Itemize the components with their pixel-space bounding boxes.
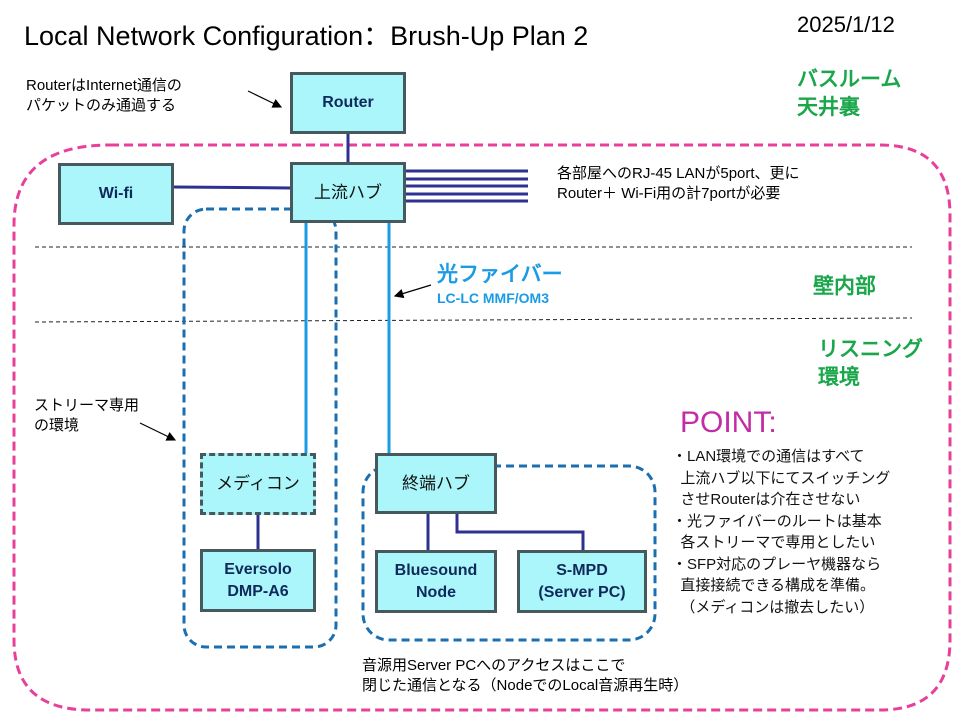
point-list: ・LAN環境での通信はすべて 上流ハブ以下にてスイッチング させRouterは介… xyxy=(672,448,891,616)
lan-port-cables xyxy=(405,169,528,203)
zone-label-inside-wall: 壁内部 xyxy=(813,275,876,298)
date-label: 2025/1/12 xyxy=(797,12,895,37)
wifi-hub-cable xyxy=(173,185,293,190)
zone-label-listening: リスニング 環境 xyxy=(818,338,923,389)
media-converter-node[interactable]: メディコン xyxy=(200,453,316,515)
page-title: Local Network Configuration：Brush-Up Pla… xyxy=(24,21,589,51)
fiber-label: 光ファイバー LC-LC MMF/OM3 xyxy=(437,258,563,306)
router-note: RouterはInternet通信の パケットのみ通過する xyxy=(26,77,182,114)
bluesound-node[interactable]: Bluesound Node xyxy=(375,550,497,613)
streamer-region-outline xyxy=(182,207,338,649)
lan-ports-note: 各部屋へのRJ-45 LANが5port、更に Router＋ Wi-Fi用の計… xyxy=(557,165,800,202)
server-note: 音源用Server PCへのアクセスはここで 閉じた通信となる（NodeでのLo… xyxy=(362,657,689,694)
house-region-outline xyxy=(12,143,952,712)
streamer-note-arrow xyxy=(139,422,177,441)
wifi-node[interactable]: Wi-fi xyxy=(58,163,174,225)
router-note-arrow xyxy=(247,90,283,108)
point-title: POINT: xyxy=(680,406,777,439)
router-node[interactable]: Router xyxy=(290,72,406,134)
streamer-note: ストリーマ専用 の環境 xyxy=(34,397,140,434)
fiber-title: 光ファイバー xyxy=(437,263,563,286)
fiber-note-arrow xyxy=(393,284,432,299)
zone-label-bathroom-ceiling: バスルーム 天井裏 xyxy=(797,68,902,119)
upstream-hub-node[interactable]: 上流ハブ xyxy=(290,162,406,223)
eversolo-node[interactable]: Eversolo DMP-A6 xyxy=(200,549,316,612)
hub-smpd-cable xyxy=(455,512,585,551)
fiber-spec: LC-LC MMF/OM3 xyxy=(437,290,549,306)
zone-divider-lower xyxy=(34,317,913,323)
terminal-region-outline xyxy=(361,464,657,642)
terminal-hub-node[interactable]: 終端ハブ xyxy=(375,453,497,514)
smpd-node[interactable]: S-MPD (Server PC) xyxy=(517,550,647,613)
